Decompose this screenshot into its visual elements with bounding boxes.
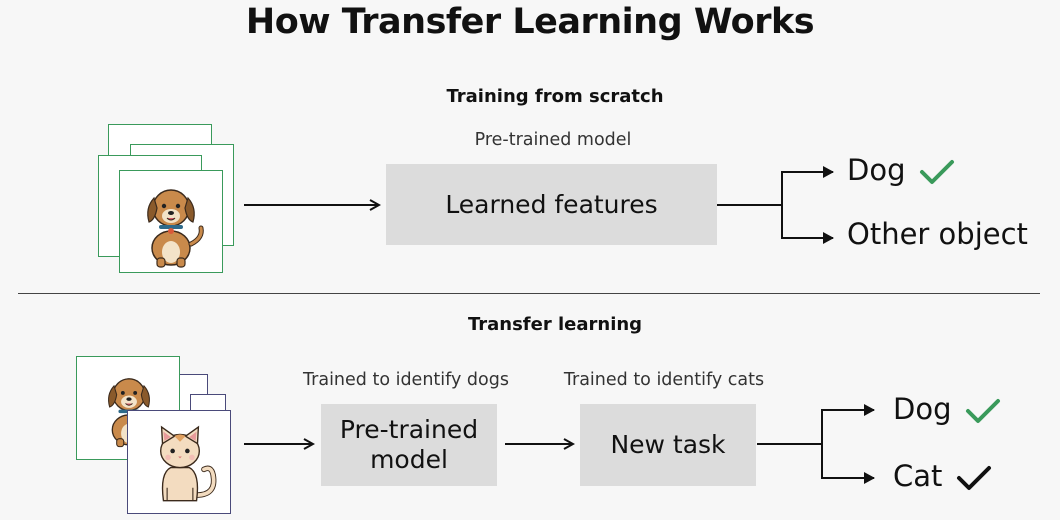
diagram-title: How Transfer Learning Works <box>245 2 815 42</box>
check-green-icon <box>920 160 955 184</box>
box-pre-trained-line-1: Pre-trained <box>339 415 479 444</box>
check-green-icon <box>966 399 1001 423</box>
section-title-transfer-learning: Transfer learning <box>467 314 643 335</box>
caption-trained-cats: Trained to identify cats <box>563 370 765 390</box>
box-new-task: New task <box>580 404 756 486</box>
output-dog-bottom: Dog <box>893 392 1001 426</box>
output-dog-top: Dog <box>847 153 955 187</box>
box-learned-features: Learned features <box>386 164 717 245</box>
output-cat: Cat <box>893 459 992 493</box>
section-divider <box>18 293 1040 294</box>
output-dog-label: Dog <box>847 153 906 187</box>
cat-icon <box>159 425 217 502</box>
output-cat-label: Cat <box>893 459 943 493</box>
box-pre-trained-model: Pre-trained model <box>321 404 497 486</box>
section-title-training-from-scratch: Training from scratch <box>446 86 664 107</box>
caption-pre-trained-model: Pre-trained model <box>474 130 632 150</box>
output-other-object: Other object <box>847 217 1028 251</box>
image-card-front <box>119 170 223 273</box>
check-black-icon <box>957 466 992 490</box>
image-card-cat <box>127 410 231 514</box>
output-dog-label: Dog <box>893 392 952 426</box>
caption-trained-dogs: Trained to identify dogs <box>303 370 509 390</box>
dog-icon <box>147 189 204 268</box>
box-pre-trained-line-2: model <box>370 445 448 474</box>
